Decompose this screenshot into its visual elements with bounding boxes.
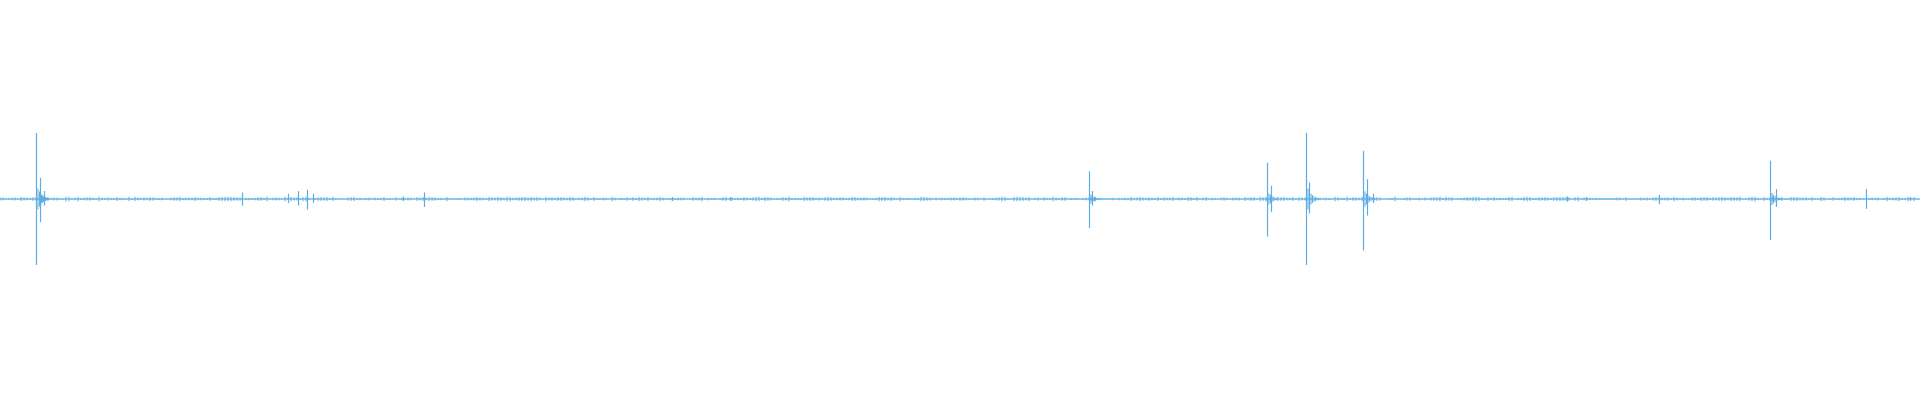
audio-waveform[interactable] <box>0 0 1920 400</box>
waveform-canvas[interactable] <box>0 0 1920 400</box>
